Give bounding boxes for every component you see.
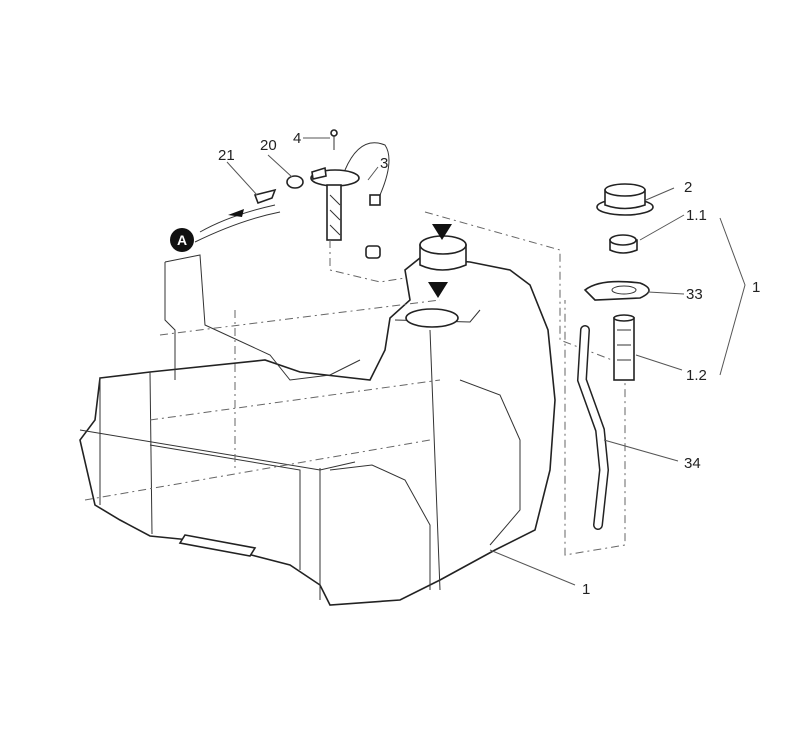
fuel-sender-part-3 [310,142,390,259]
fuel-tank [79,254,556,606]
arrow-marker-icon [428,282,448,298]
callout-1-1: 1.1 [686,207,707,224]
callout-1-group: 1 [752,279,760,296]
ring-part-33 [583,280,650,301]
arrow-marker-icon [432,224,452,240]
filler-cap-part-2 [596,183,654,216]
callout-34: 34 [684,455,701,472]
filter-part-1-2 [613,314,635,381]
arrow-icon [228,209,244,217]
seal-part-1-1 [609,234,638,254]
callout-33: 33 [686,286,703,303]
callout-2: 2 [684,179,692,196]
callout-1-2: 1.2 [686,367,707,384]
tank-cap [419,235,467,271]
callout-3: 3 [380,155,388,172]
callout-4: 4 [293,130,301,147]
detail-marker-a: A [170,228,194,252]
filler-neck [405,308,459,328]
clamp-part-20 [286,175,304,189]
callout-1-tank: 1 [582,581,590,598]
callout-20: 20 [260,137,277,154]
clip-part-21 [253,188,277,205]
svg-text:A: A [177,232,187,248]
callout-21: 21 [218,147,235,164]
